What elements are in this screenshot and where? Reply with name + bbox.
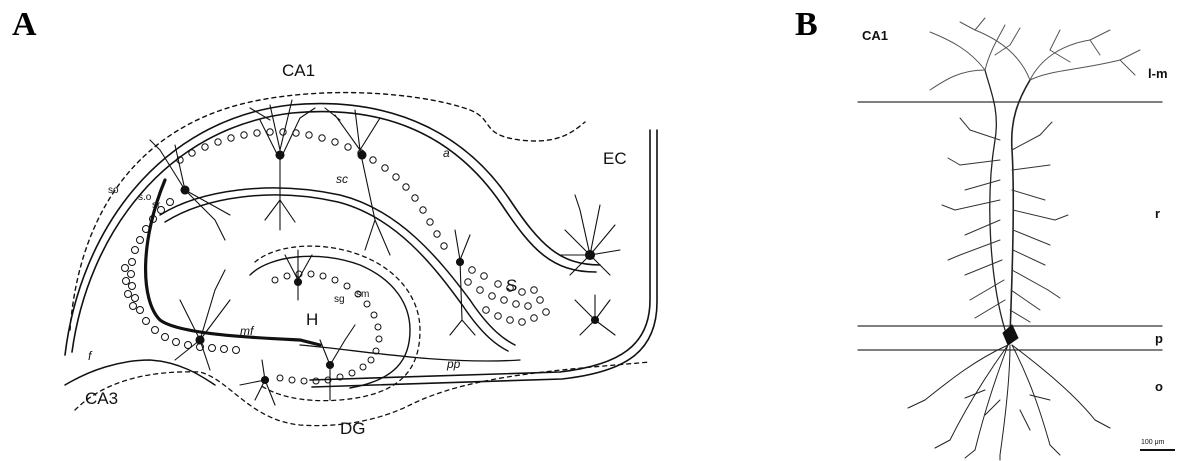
radiatum-obliques bbox=[942, 118, 1068, 322]
panel-b-labels: CA1 l-m r p o 100 μm bbox=[862, 28, 1175, 450]
label-sc: sc bbox=[336, 172, 348, 186]
label-f: f bbox=[88, 349, 93, 363]
neuron-ec-1 bbox=[560, 195, 620, 275]
label-sr: sr bbox=[152, 200, 161, 211]
label-ec: EC bbox=[603, 149, 627, 168]
ca3-lower-line bbox=[65, 360, 215, 385]
label-pp: pp bbox=[446, 357, 461, 371]
label-sm: sm bbox=[356, 289, 369, 300]
neuron-dg-2 bbox=[320, 325, 355, 400]
neuron-ec-2 bbox=[575, 295, 615, 335]
label-b-p: p bbox=[1155, 331, 1163, 346]
ca1-pyramidal-cells bbox=[177, 129, 447, 249]
label-mf: mf bbox=[240, 324, 255, 338]
label-dg: DG bbox=[340, 419, 366, 438]
soma bbox=[1003, 325, 1018, 345]
label-b-ca1: CA1 bbox=[862, 28, 888, 43]
label-b-scale: 100 μm bbox=[1141, 439, 1165, 446]
label-a: a bbox=[443, 146, 450, 160]
label-h: H bbox=[306, 310, 318, 329]
label-sg: sg bbox=[334, 294, 345, 305]
label-s: S bbox=[506, 276, 517, 295]
ec-boundary-1 bbox=[310, 130, 650, 380]
subiculum-cells bbox=[457, 259, 550, 326]
label-so-inner: s.o bbox=[138, 192, 152, 203]
label-ca1: CA1 bbox=[282, 61, 315, 80]
basal-dendrites bbox=[908, 345, 1110, 460]
label-so: so bbox=[108, 185, 119, 196]
apical-trunk-2 bbox=[985, 70, 1005, 330]
apical-tuft bbox=[930, 18, 1140, 90]
label-b-lm: l-m bbox=[1148, 66, 1168, 81]
neuron-dg-3 bbox=[240, 360, 275, 405]
label-ca3: CA3 bbox=[85, 389, 118, 408]
neuron-ca1-2 bbox=[325, 108, 390, 255]
label-b-o: o bbox=[1155, 379, 1163, 394]
panel-b-diagram bbox=[858, 18, 1162, 460]
perforant-path bbox=[300, 345, 520, 361]
panel-a-diagram bbox=[65, 93, 657, 426]
label-b-r: r bbox=[1155, 206, 1160, 221]
neuron-ca3-2 bbox=[175, 270, 230, 370]
